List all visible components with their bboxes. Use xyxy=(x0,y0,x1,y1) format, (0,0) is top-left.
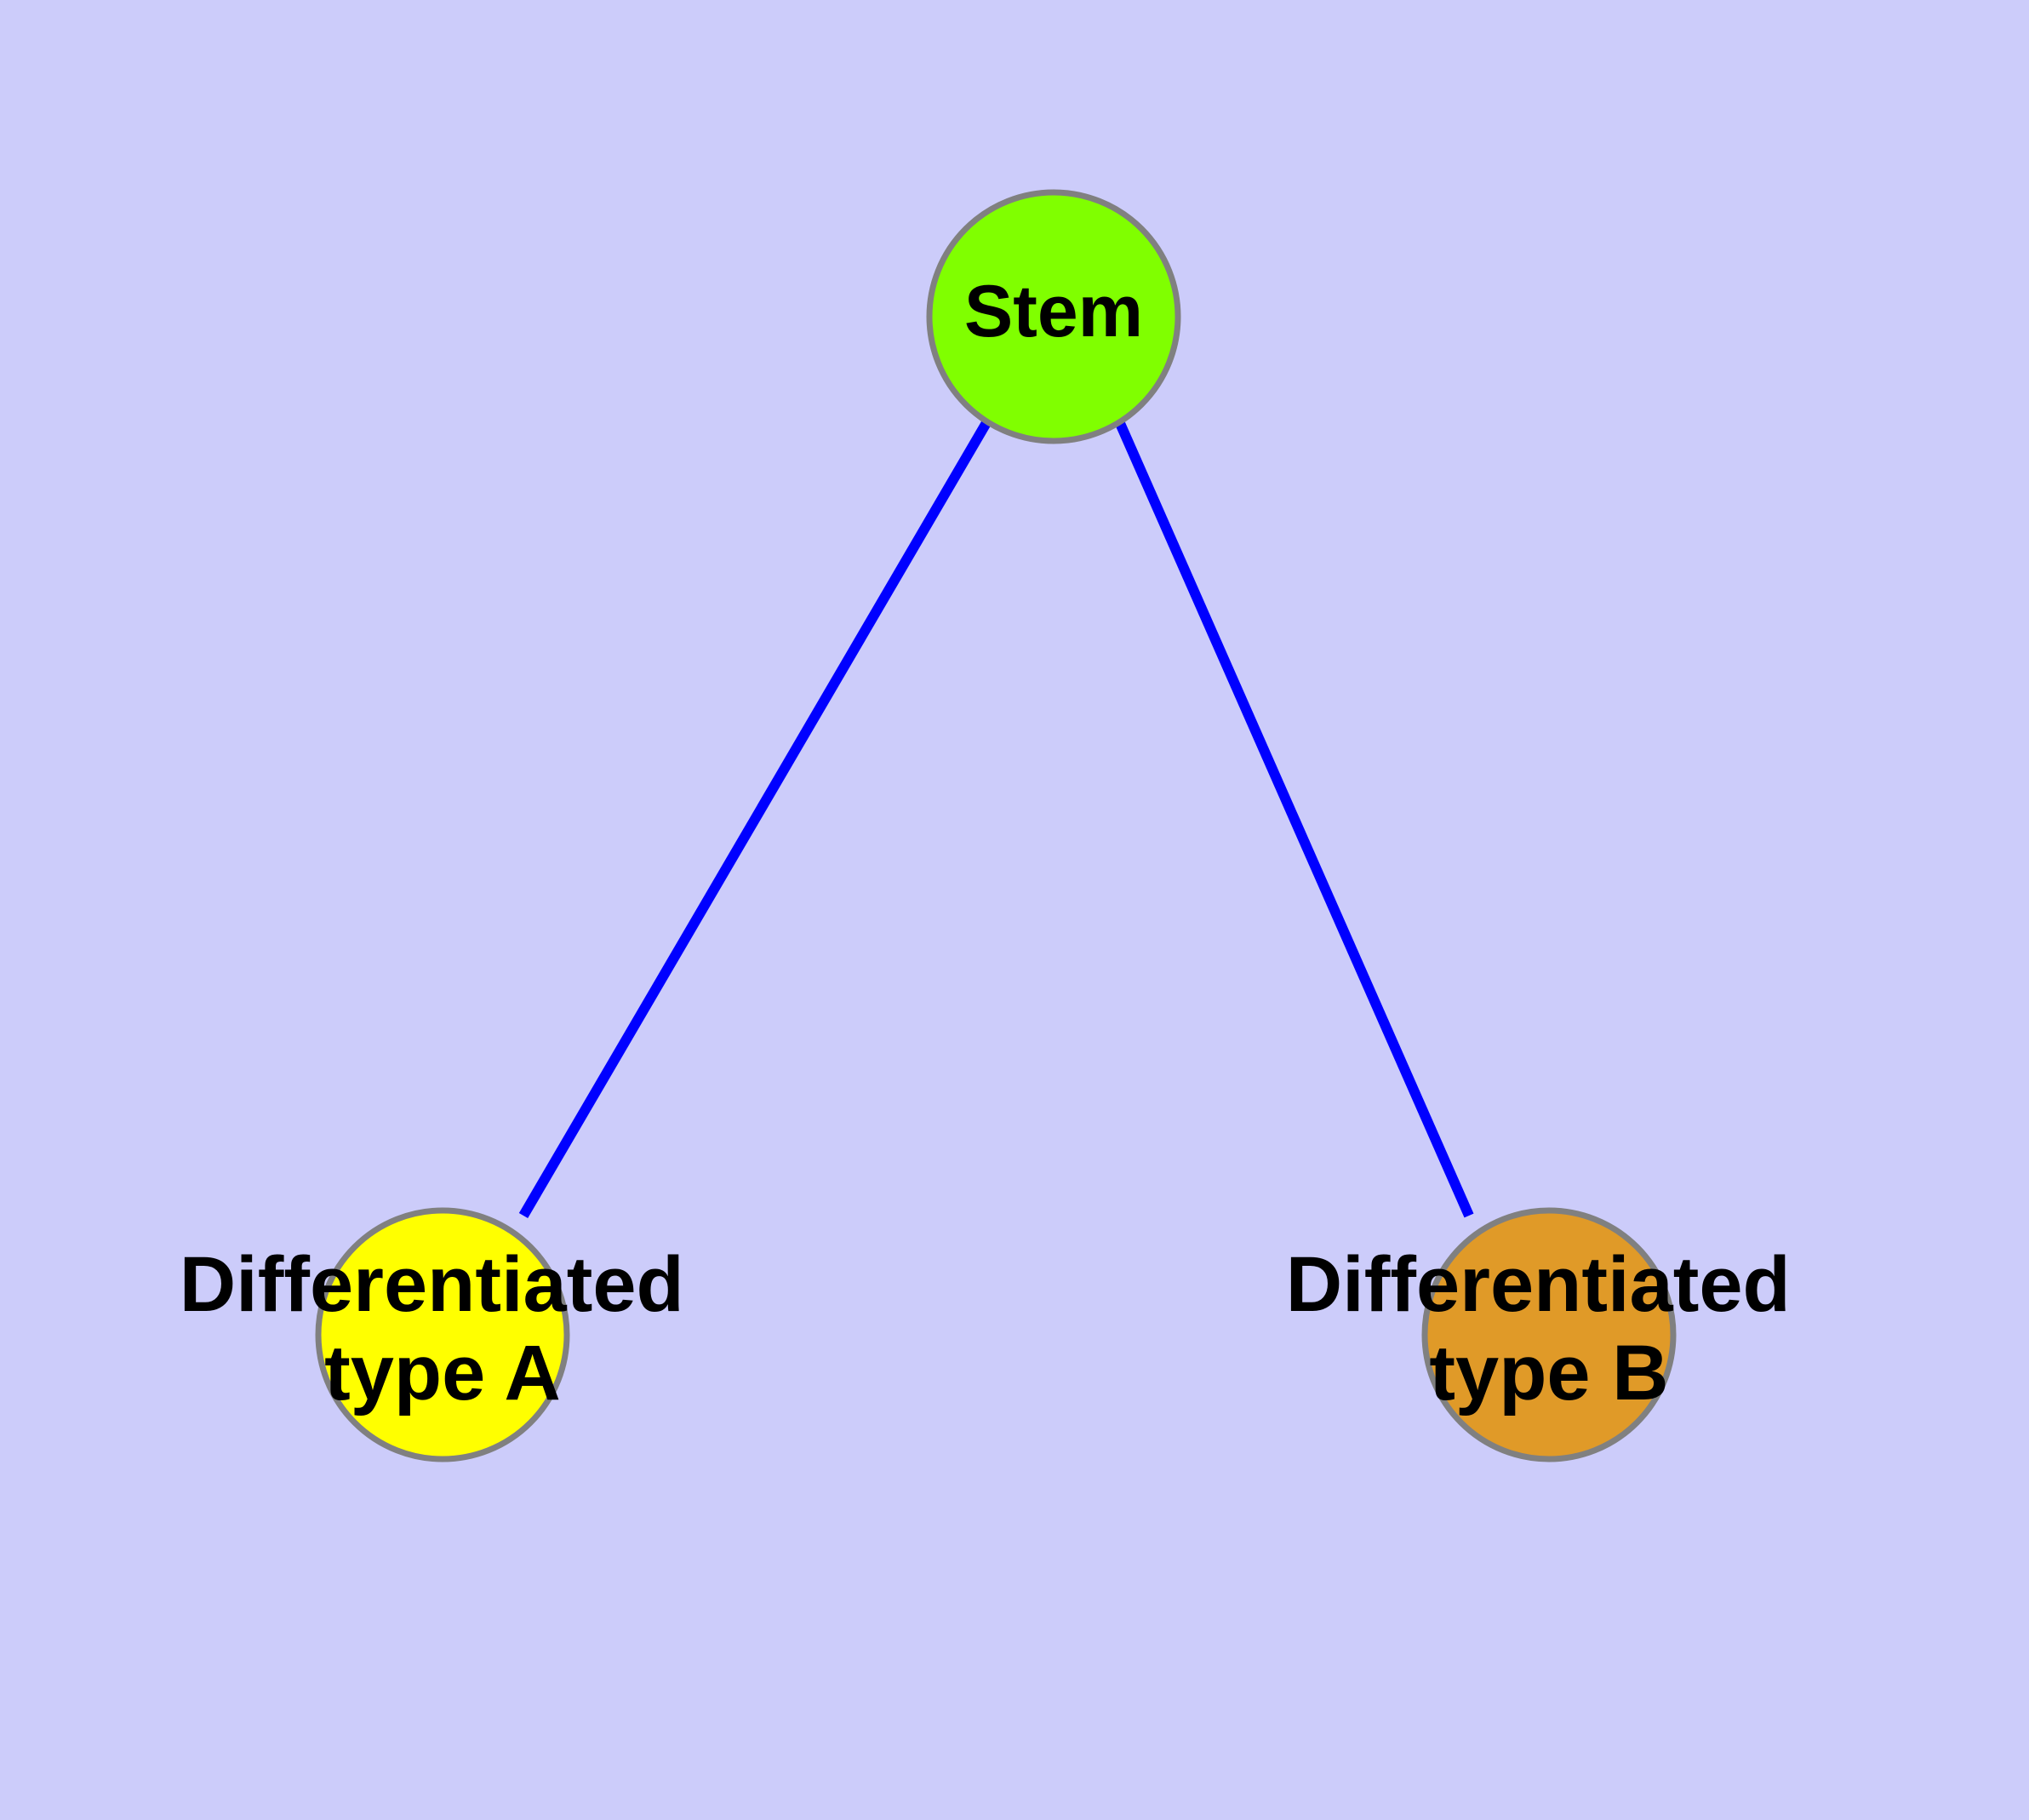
edge-stem-to-differentiated-type-b[interactable] xyxy=(1114,419,1474,1218)
node-differentiated-type-b-label: Differentiated type B xyxy=(1286,1241,1813,1417)
node-differentiated-type-a-label: Differentiated type A xyxy=(180,1241,706,1417)
node-differentiated-type-a-label-line-2: type A xyxy=(324,1330,561,1417)
node-differentiated-type-b-label-line-1: Differentiated xyxy=(1286,1241,1791,1328)
edge-stem-to-differentiated-type-a[interactable] xyxy=(518,418,992,1219)
node-differentiated-type-b[interactable]: Differentiated type B xyxy=(1286,1207,1813,1462)
node-stem-label-line-1: Stem xyxy=(964,271,1143,352)
node-differentiated-type-a-label-line-1: Differentiated xyxy=(180,1241,684,1328)
node-layer: Stem Differentiated type A Differentiate… xyxy=(180,189,1813,1462)
node-stem[interactable]: Stem xyxy=(926,189,1181,444)
node-differentiated-type-a[interactable]: Differentiated type A xyxy=(180,1207,706,1462)
edge-layer xyxy=(518,418,1474,1219)
node-differentiated-type-b-circle[interactable] xyxy=(1421,1207,1677,1462)
node-stem-label: Stem xyxy=(964,271,1143,352)
node-differentiated-type-b-label-line-2: type B xyxy=(1429,1330,1668,1417)
node-stem-circle[interactable] xyxy=(926,189,1181,444)
node-differentiated-type-a-circle[interactable] xyxy=(315,1207,570,1462)
